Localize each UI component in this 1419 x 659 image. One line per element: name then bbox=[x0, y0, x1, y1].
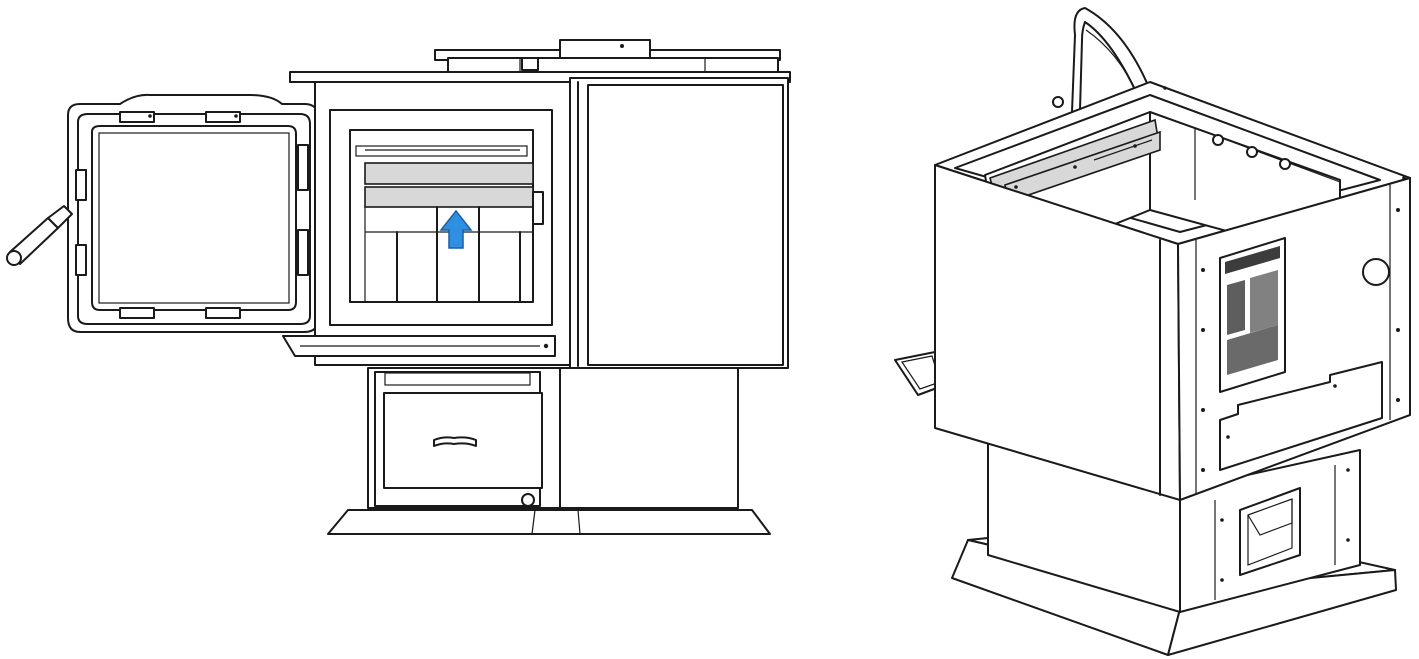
ash-drawer bbox=[383, 392, 543, 489]
door-handle bbox=[6, 205, 73, 266]
firebox-body bbox=[282, 81, 571, 366]
ash-drawer-handle bbox=[433, 436, 477, 447]
baffle-board-upper bbox=[364, 162, 534, 185]
iso-side-panel bbox=[1177, 177, 1411, 501]
rating-label bbox=[1219, 237, 1286, 393]
top-plate bbox=[289, 39, 791, 83]
up-arrow-icon bbox=[439, 209, 473, 249]
base-plate bbox=[327, 509, 771, 535]
side-panel bbox=[569, 77, 789, 369]
open-door bbox=[6, 93, 329, 333]
pedestal bbox=[367, 367, 739, 509]
stove-isometric-view bbox=[894, 7, 1411, 656]
stove-front-view bbox=[6, 39, 791, 535]
baffle-board-lower bbox=[364, 186, 534, 208]
